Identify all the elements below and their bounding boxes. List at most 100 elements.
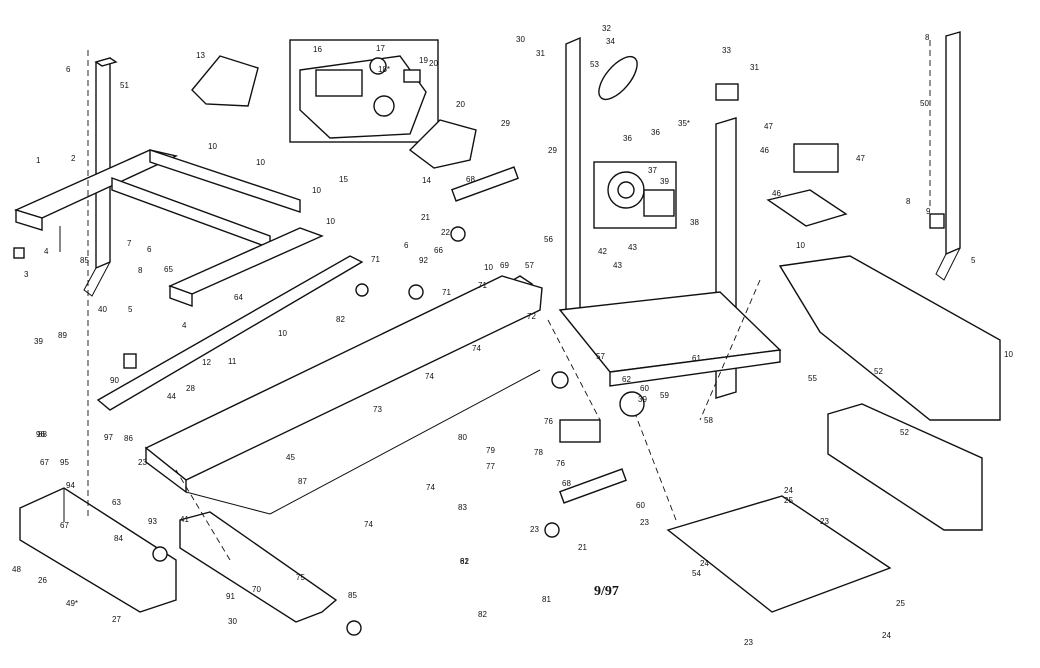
part-callout: 26 xyxy=(38,576,47,585)
part-callout: 35* xyxy=(678,119,690,128)
part-callout: 16 xyxy=(313,45,322,54)
motor-hood xyxy=(778,255,1001,421)
part-callout: 61 xyxy=(692,354,701,363)
part-callout: 54 xyxy=(692,569,701,578)
part-callout: 85 xyxy=(348,591,357,600)
part-callout: 36 xyxy=(651,128,660,137)
drive-belt xyxy=(598,55,638,101)
part-callout: 2 xyxy=(71,154,76,163)
part-callout: 24 xyxy=(882,631,891,640)
part-callout: 15 xyxy=(339,175,348,184)
part-callout: 6 xyxy=(147,245,152,254)
part-callout: 75 xyxy=(296,573,305,582)
part-callout: 10 xyxy=(796,241,805,250)
part-callout: 29 xyxy=(548,146,557,155)
part-callout: 72 xyxy=(527,312,536,321)
part-callout: 6 xyxy=(66,65,71,74)
part-callout: 22 xyxy=(441,228,450,237)
part-callout: 71 xyxy=(442,288,451,297)
part-callout: 76 xyxy=(544,417,553,426)
part-callout: 17 xyxy=(376,44,385,53)
part-callout: 45 xyxy=(286,453,295,462)
part-callout: 28 xyxy=(186,384,195,393)
console-cover-left xyxy=(191,55,259,107)
part-callout: 47 xyxy=(764,122,773,131)
part-callout: 7 xyxy=(127,239,132,248)
part-callout: 30 xyxy=(228,617,237,626)
part-callout: 69 xyxy=(500,261,509,270)
part-callout: 31 xyxy=(750,63,759,72)
handlebar-cover xyxy=(408,119,477,169)
part-callout: 24 xyxy=(784,486,793,495)
motor-plate xyxy=(827,403,983,531)
part-callout: 10 xyxy=(278,329,287,338)
part-callout: 3 xyxy=(24,270,29,279)
part-callout: 4 xyxy=(44,247,49,256)
part-callout: 29 xyxy=(501,119,510,128)
part-callout: 90 xyxy=(110,376,119,385)
part-callout: 63 xyxy=(112,498,121,507)
part-callout: 14 xyxy=(422,176,431,185)
part-callout: 34 xyxy=(606,37,615,46)
part-callout: 80 xyxy=(458,433,467,442)
part-callout: 57 xyxy=(525,261,534,270)
part-callout: 61 xyxy=(460,557,469,566)
part-callout: 6 xyxy=(404,241,409,250)
part-callout: 31 xyxy=(536,49,545,58)
part-callout: 8 xyxy=(138,266,143,275)
part-callout: 96 xyxy=(36,430,45,439)
part-callout: 56 xyxy=(544,235,553,244)
part-callout: 36 xyxy=(623,134,632,143)
right-upright-post xyxy=(929,31,961,281)
part-callout: 39 xyxy=(660,177,669,186)
part-callout: 73 xyxy=(373,405,382,414)
part-callout: 50 xyxy=(920,99,929,108)
part-callout: 87 xyxy=(298,477,307,486)
part-callout: 23 xyxy=(138,458,147,467)
part-callout: 23 xyxy=(820,517,829,526)
part-callout: 82 xyxy=(336,315,345,324)
part-callout: 47 xyxy=(856,154,865,163)
part-callout: 67 xyxy=(40,458,49,467)
part-callout: 25 xyxy=(784,496,793,505)
part-callout: 37 xyxy=(648,166,657,175)
part-callout: 1 xyxy=(36,156,41,165)
part-callout: 33 xyxy=(722,46,731,55)
part-callout: 82 xyxy=(478,610,487,619)
front-base xyxy=(19,487,177,613)
part-callout: 66 xyxy=(434,246,443,255)
part-callout: 83 xyxy=(458,503,467,512)
part-callout: 60 xyxy=(640,384,649,393)
part-callout: 21 xyxy=(578,543,587,552)
part-callout: 91 xyxy=(226,592,235,601)
part-callout: 5 xyxy=(128,305,133,314)
part-callout: 93 xyxy=(148,517,157,526)
part-callout: 23 xyxy=(744,638,753,647)
part-callout: 10 xyxy=(484,263,493,272)
part-callout: 20 xyxy=(429,59,438,68)
drive-frame xyxy=(558,161,782,387)
part-callout: 12 xyxy=(202,358,211,367)
part-callout: 20 xyxy=(456,100,465,109)
base-frame-left xyxy=(14,149,324,307)
part-callout: 76 xyxy=(556,459,565,468)
part-callout: 74 xyxy=(425,372,434,381)
part-callout: 81 xyxy=(542,595,551,604)
part-callout: 40 xyxy=(98,305,107,314)
part-callout: 67 xyxy=(60,521,69,530)
part-callout: 55 xyxy=(808,374,817,383)
part-callout: 10 xyxy=(256,158,265,167)
part-callout: 43 xyxy=(628,243,637,252)
part-callout: 43 xyxy=(613,261,622,270)
console-assembly xyxy=(289,39,439,143)
part-callout: 18* xyxy=(378,65,390,74)
part-callout: 8 xyxy=(906,197,911,206)
part-callout: 60 xyxy=(636,501,645,510)
part-callout: 71 xyxy=(478,281,487,290)
part-callout: 58 xyxy=(704,416,713,425)
part-callout: 10 xyxy=(326,217,335,226)
part-callout: 85 xyxy=(80,256,89,265)
part-callout: 77 xyxy=(486,462,495,471)
part-callout: 79 xyxy=(486,446,495,455)
part-callout: 97 xyxy=(104,433,113,442)
